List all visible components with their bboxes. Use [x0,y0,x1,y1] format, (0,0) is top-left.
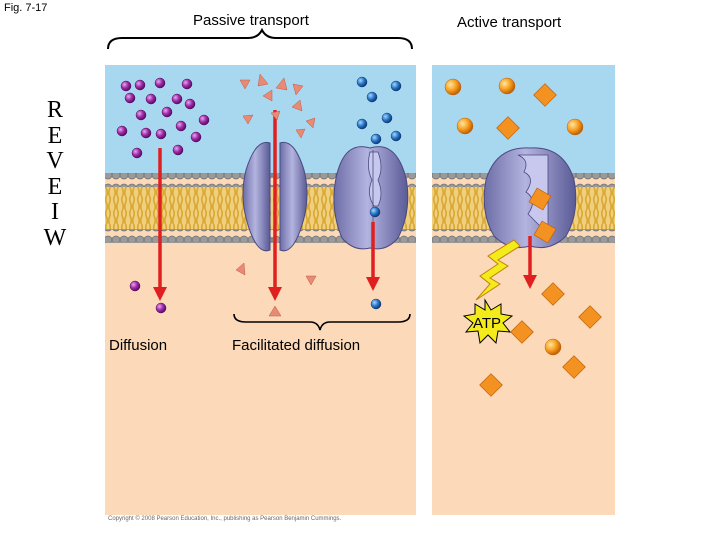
facilitated-diffusion-brace [233,313,411,331]
copyright-line: Copyright © 2008 Pearson Education, Inc.… [108,516,342,522]
facilitated-diffusion-label: Facilitated diffusion [232,337,361,354]
active-spheres [444,77,584,356]
review-letter: E [47,122,63,149]
channel-molecules [235,73,317,317]
active-pump-protein [483,147,577,249]
diffusion-label: Diffusion [109,337,168,354]
active-diamonds [479,83,602,397]
atp-burst-icon [462,298,514,345]
passive-transport-heading: Passive transport [193,12,309,29]
diffusion-molecules [116,77,210,314]
review-letter: W [43,224,67,251]
carrier-protein [333,146,409,250]
atp-energy-bolt [475,239,521,301]
active-panel [432,65,615,515]
review-vertical-label: R E V E I W [40,97,70,251]
passive-transport-brace [107,27,413,50]
review-letter: R [46,97,63,123]
review-letter: V [46,148,64,174]
review-letter: E [47,173,63,200]
atp-label: ATP [473,315,501,332]
carrier-molecules [356,76,402,310]
active-transport-heading: Active transport [457,14,562,31]
channel-protein [242,141,308,252]
passive-panel [105,65,416,515]
review-letter: I [51,199,59,225]
figure-label: Fig. 7-17 [4,2,48,14]
